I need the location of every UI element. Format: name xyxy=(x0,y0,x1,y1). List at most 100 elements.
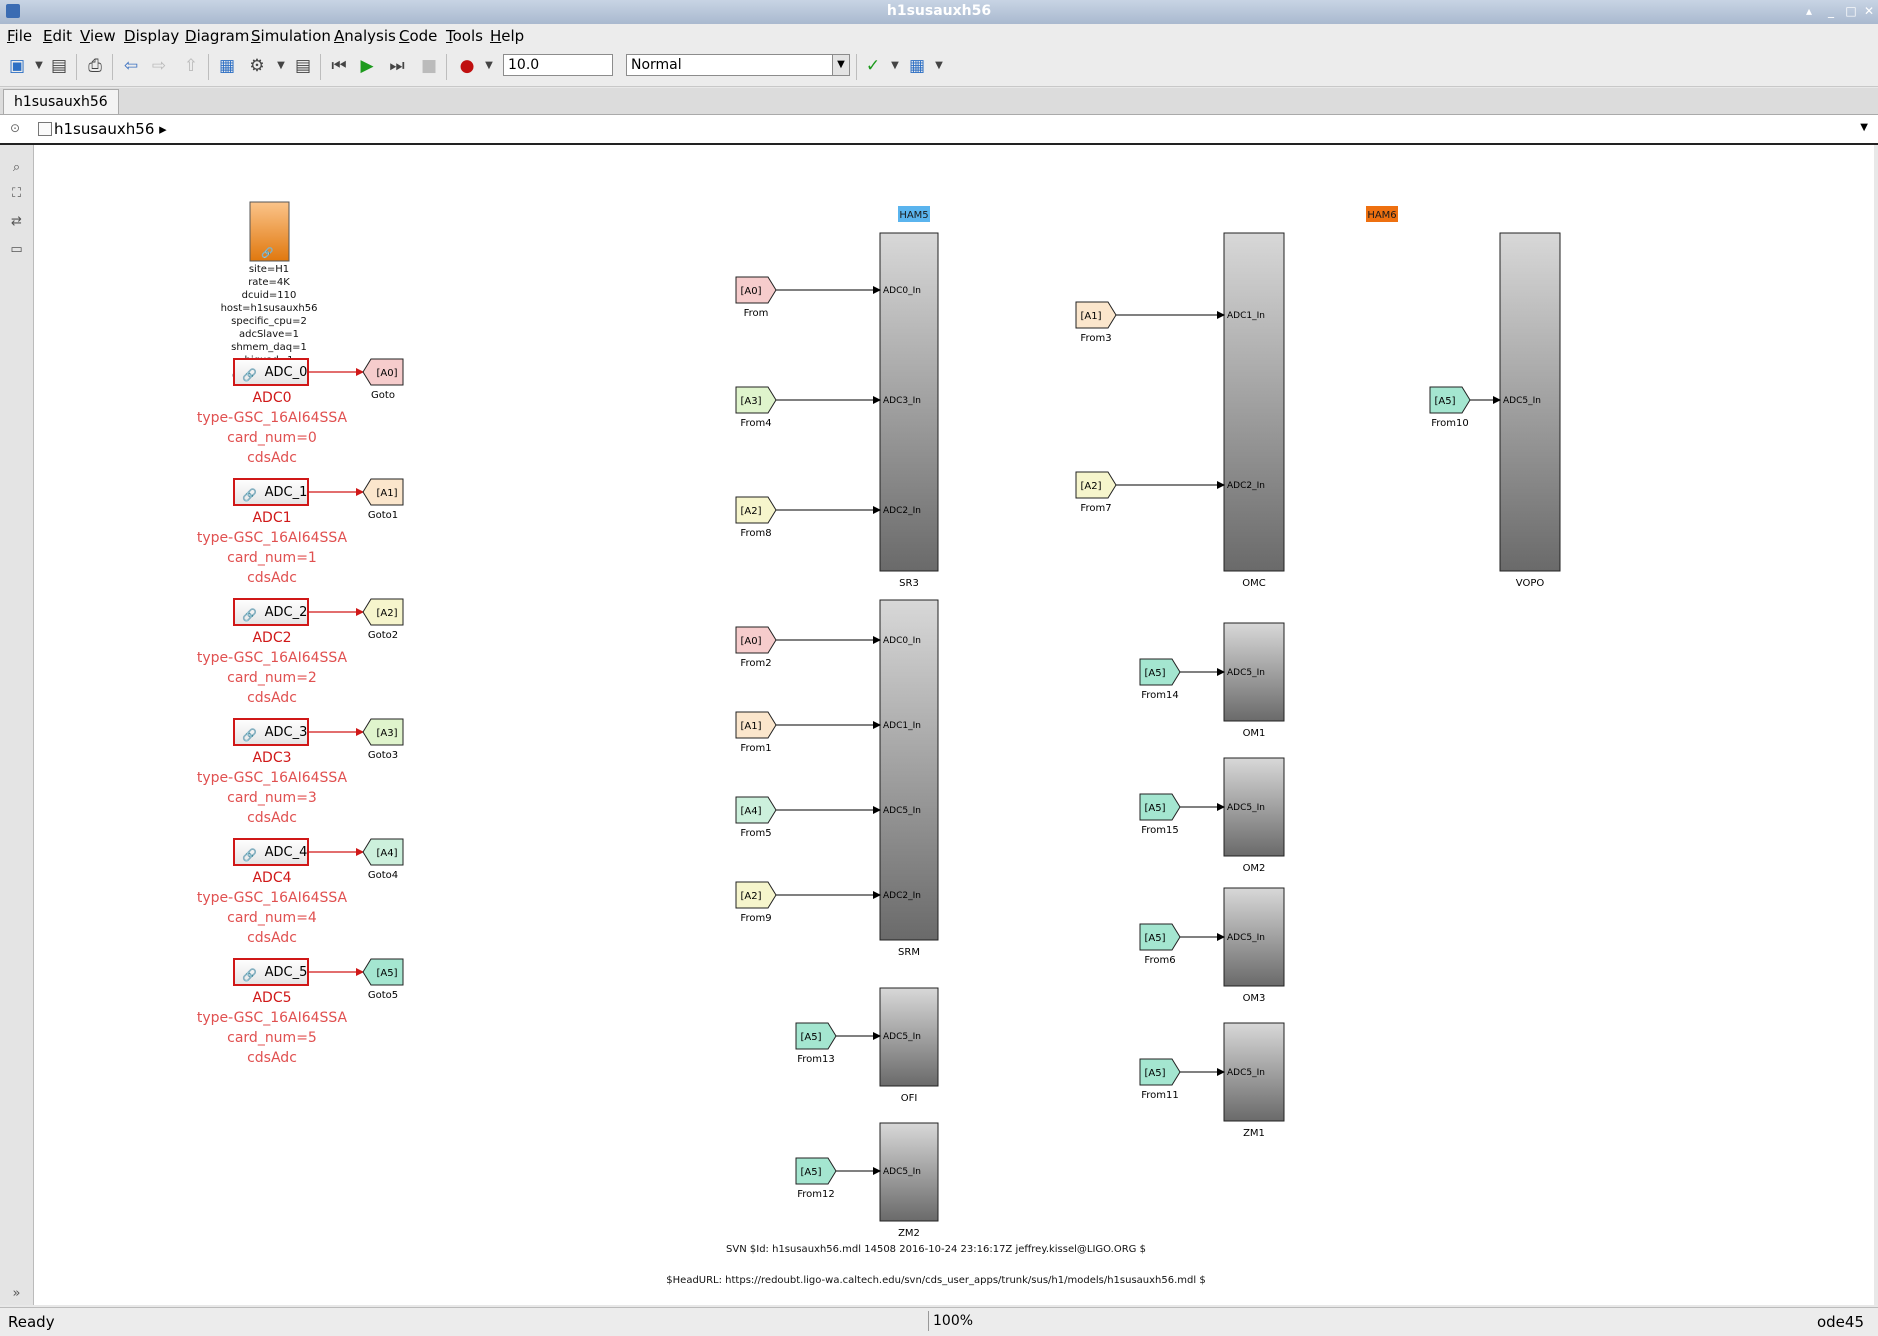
settings-dropdown-icon[interactable]: ▼ xyxy=(277,60,285,71)
model-canvas[interactable]: 🔗 site=H1 rate=4K dcuid=110 host=h1susau… xyxy=(34,145,1874,1305)
breadcrumb-model[interactable]: h1susauxh56 xyxy=(54,120,155,138)
build-dropdown-icon[interactable]: ▼ xyxy=(935,60,943,71)
from-block[interactable] xyxy=(735,386,777,414)
menu-display[interactable]: Display xyxy=(124,27,180,45)
model-explorer-icon[interactable]: ▤ xyxy=(294,56,312,76)
subsystem-srm[interactable]: SRM[A0]From2ADC0_In[A1]From1ADC1_In[A4]F… xyxy=(735,599,939,958)
subsystem-block[interactable] xyxy=(1223,232,1285,572)
up-icon[interactable]: ⇧ xyxy=(183,56,199,76)
adc-block-group[interactable]: 🔗ADC_4[A4]Goto4ADC4type-GSC_16AI64SSAcar… xyxy=(197,838,404,946)
window-minimize-icon[interactable]: _ xyxy=(1828,4,1834,18)
menu-tools[interactable]: Tools xyxy=(446,27,483,45)
adc-block-group[interactable]: 🔗ADC_3[A3]Goto3ADC3type-GSC_16AI64SSAcar… xyxy=(197,718,404,826)
print-icon[interactable]: ⎙ xyxy=(88,56,102,76)
adc-block[interactable] xyxy=(233,718,309,746)
from-block[interactable] xyxy=(1075,301,1117,329)
menu-edit[interactable]: Edit xyxy=(43,27,73,45)
breadcrumb[interactable]: h1susauxh56 ▸ xyxy=(54,120,167,138)
goto-block[interactable] xyxy=(362,478,404,506)
menu-simulation[interactable]: Simulation xyxy=(251,27,331,45)
area-ham5[interactable]: HAM5 xyxy=(898,206,930,222)
subsystem-block[interactable] xyxy=(1499,232,1561,572)
from-block[interactable] xyxy=(1075,471,1117,499)
breadcrumb-dropdown-icon[interactable]: ▼ xyxy=(1860,122,1868,133)
adc-block[interactable] xyxy=(233,838,309,866)
model-advisor-icon[interactable]: ✓ xyxy=(865,56,881,76)
from-block[interactable] xyxy=(795,1157,837,1185)
from-block[interactable] xyxy=(1139,793,1181,821)
window-maximize-icon[interactable]: □ xyxy=(1845,4,1857,18)
arrows-icon[interactable]: ⇄ xyxy=(11,214,22,229)
window-titlebar[interactable]: h1susauxh56 ▴ _ □ ✕ xyxy=(0,0,1878,25)
from-block[interactable] xyxy=(735,626,777,654)
advisor-dropdown-icon[interactable]: ▼ xyxy=(891,60,899,71)
area-ham6[interactable]: HAM6 xyxy=(1366,206,1398,222)
forward-icon[interactable]: ⇨ xyxy=(151,56,167,76)
from-block[interactable] xyxy=(735,711,777,739)
from-block[interactable] xyxy=(795,1022,837,1050)
cds-parameters-block[interactable]: 🔗 xyxy=(249,201,290,262)
subsystem-sr3[interactable]: SR3[A0]FromADC0_In[A3]From4ADC3_In[A2]Fr… xyxy=(735,232,939,589)
from-block[interactable] xyxy=(735,276,777,304)
chevron-down-icon[interactable]: ▼ xyxy=(832,55,849,75)
window-shade-icon[interactable]: ▴ xyxy=(1805,4,1813,18)
step-back-icon[interactable]: ⏮ xyxy=(331,56,347,76)
menu-analysis[interactable]: Analysis xyxy=(334,27,396,45)
adc-block-group[interactable]: 🔗ADC_2[A2]Goto2ADC2type-GSC_16AI64SSAcar… xyxy=(197,598,404,706)
subsystem-block[interactable] xyxy=(879,232,939,572)
stop-icon[interactable]: ■ xyxy=(420,56,438,76)
menu-diagram[interactable]: Diagram xyxy=(185,27,250,45)
fit-to-view-icon[interactable]: ⛶ xyxy=(11,186,22,201)
adc-block-group[interactable]: 🔗ADC_1[A1]Goto1ADC1type-GSC_16AI64SSAcar… xyxy=(197,478,404,586)
goto-block[interactable] xyxy=(362,598,404,626)
subsystem-block[interactable] xyxy=(879,987,939,1087)
annotation-icon[interactable]: ▭ xyxy=(10,242,23,257)
from-block[interactable] xyxy=(735,796,777,824)
expand-icon[interactable]: » xyxy=(12,1286,21,1301)
stop-time-input[interactable]: 10.0 xyxy=(503,54,613,76)
subsystem-block[interactable] xyxy=(879,599,939,941)
from-block[interactable] xyxy=(1429,386,1471,414)
from-block[interactable] xyxy=(1139,658,1181,686)
subsystem-block[interactable] xyxy=(1223,622,1285,722)
menu-view[interactable]: View xyxy=(80,27,116,45)
window-close-icon[interactable]: ✕ xyxy=(1863,4,1875,18)
goto-block[interactable] xyxy=(362,958,404,986)
goto-block[interactable] xyxy=(362,358,404,386)
back-icon[interactable]: ⇦ xyxy=(123,56,139,76)
from-block[interactable] xyxy=(1139,923,1181,951)
build-icon[interactable]: ▦ xyxy=(908,56,926,76)
new-dropdown-icon[interactable]: ▼ xyxy=(35,60,43,71)
adc-block[interactable] xyxy=(233,598,309,626)
from-block[interactable] xyxy=(735,881,777,909)
record-icon[interactable]: ● xyxy=(459,56,475,76)
goto-block[interactable] xyxy=(362,838,404,866)
model-settings-icon[interactable]: ⚙ xyxy=(249,56,265,76)
simulation-mode-select[interactable]: Normal ▼ xyxy=(626,54,850,76)
menu-help[interactable]: Help xyxy=(490,27,525,45)
hide-explorer-icon[interactable]: ⊙ xyxy=(10,121,21,135)
tab-model[interactable]: h1susauxh56 xyxy=(3,89,119,114)
run-icon[interactable]: ▶ xyxy=(360,56,374,76)
adc-block-group[interactable]: 🔗ADC_0[A0]GotoADC0type-GSC_16AI64SSAcard… xyxy=(197,358,404,466)
menu-code[interactable]: Code xyxy=(399,27,438,45)
step-forward-icon[interactable]: ⏭ xyxy=(389,56,405,76)
block-diagram[interactable]: 🔗 site=H1 rate=4K dcuid=110 host=h1susau… xyxy=(34,145,1874,1305)
new-model-icon[interactable]: ▣ xyxy=(8,56,26,76)
adc-block-group[interactable]: 🔗ADC_5[A5]Goto5ADC5type-GSC_16AI64SSAcar… xyxy=(197,958,404,1066)
goto-block[interactable] xyxy=(362,718,404,746)
library-browser-icon[interactable]: ▦ xyxy=(218,56,236,76)
record-dropdown-icon[interactable]: ▼ xyxy=(485,60,493,71)
subsystem-block[interactable] xyxy=(1223,887,1285,987)
zoom-icon[interactable]: ⌕ xyxy=(12,160,21,175)
save-icon[interactable]: ▤ xyxy=(50,56,68,76)
from-block[interactable] xyxy=(1139,1058,1181,1086)
menu-file[interactable]: File xyxy=(7,27,33,45)
subsystem-block[interactable] xyxy=(879,1122,939,1222)
